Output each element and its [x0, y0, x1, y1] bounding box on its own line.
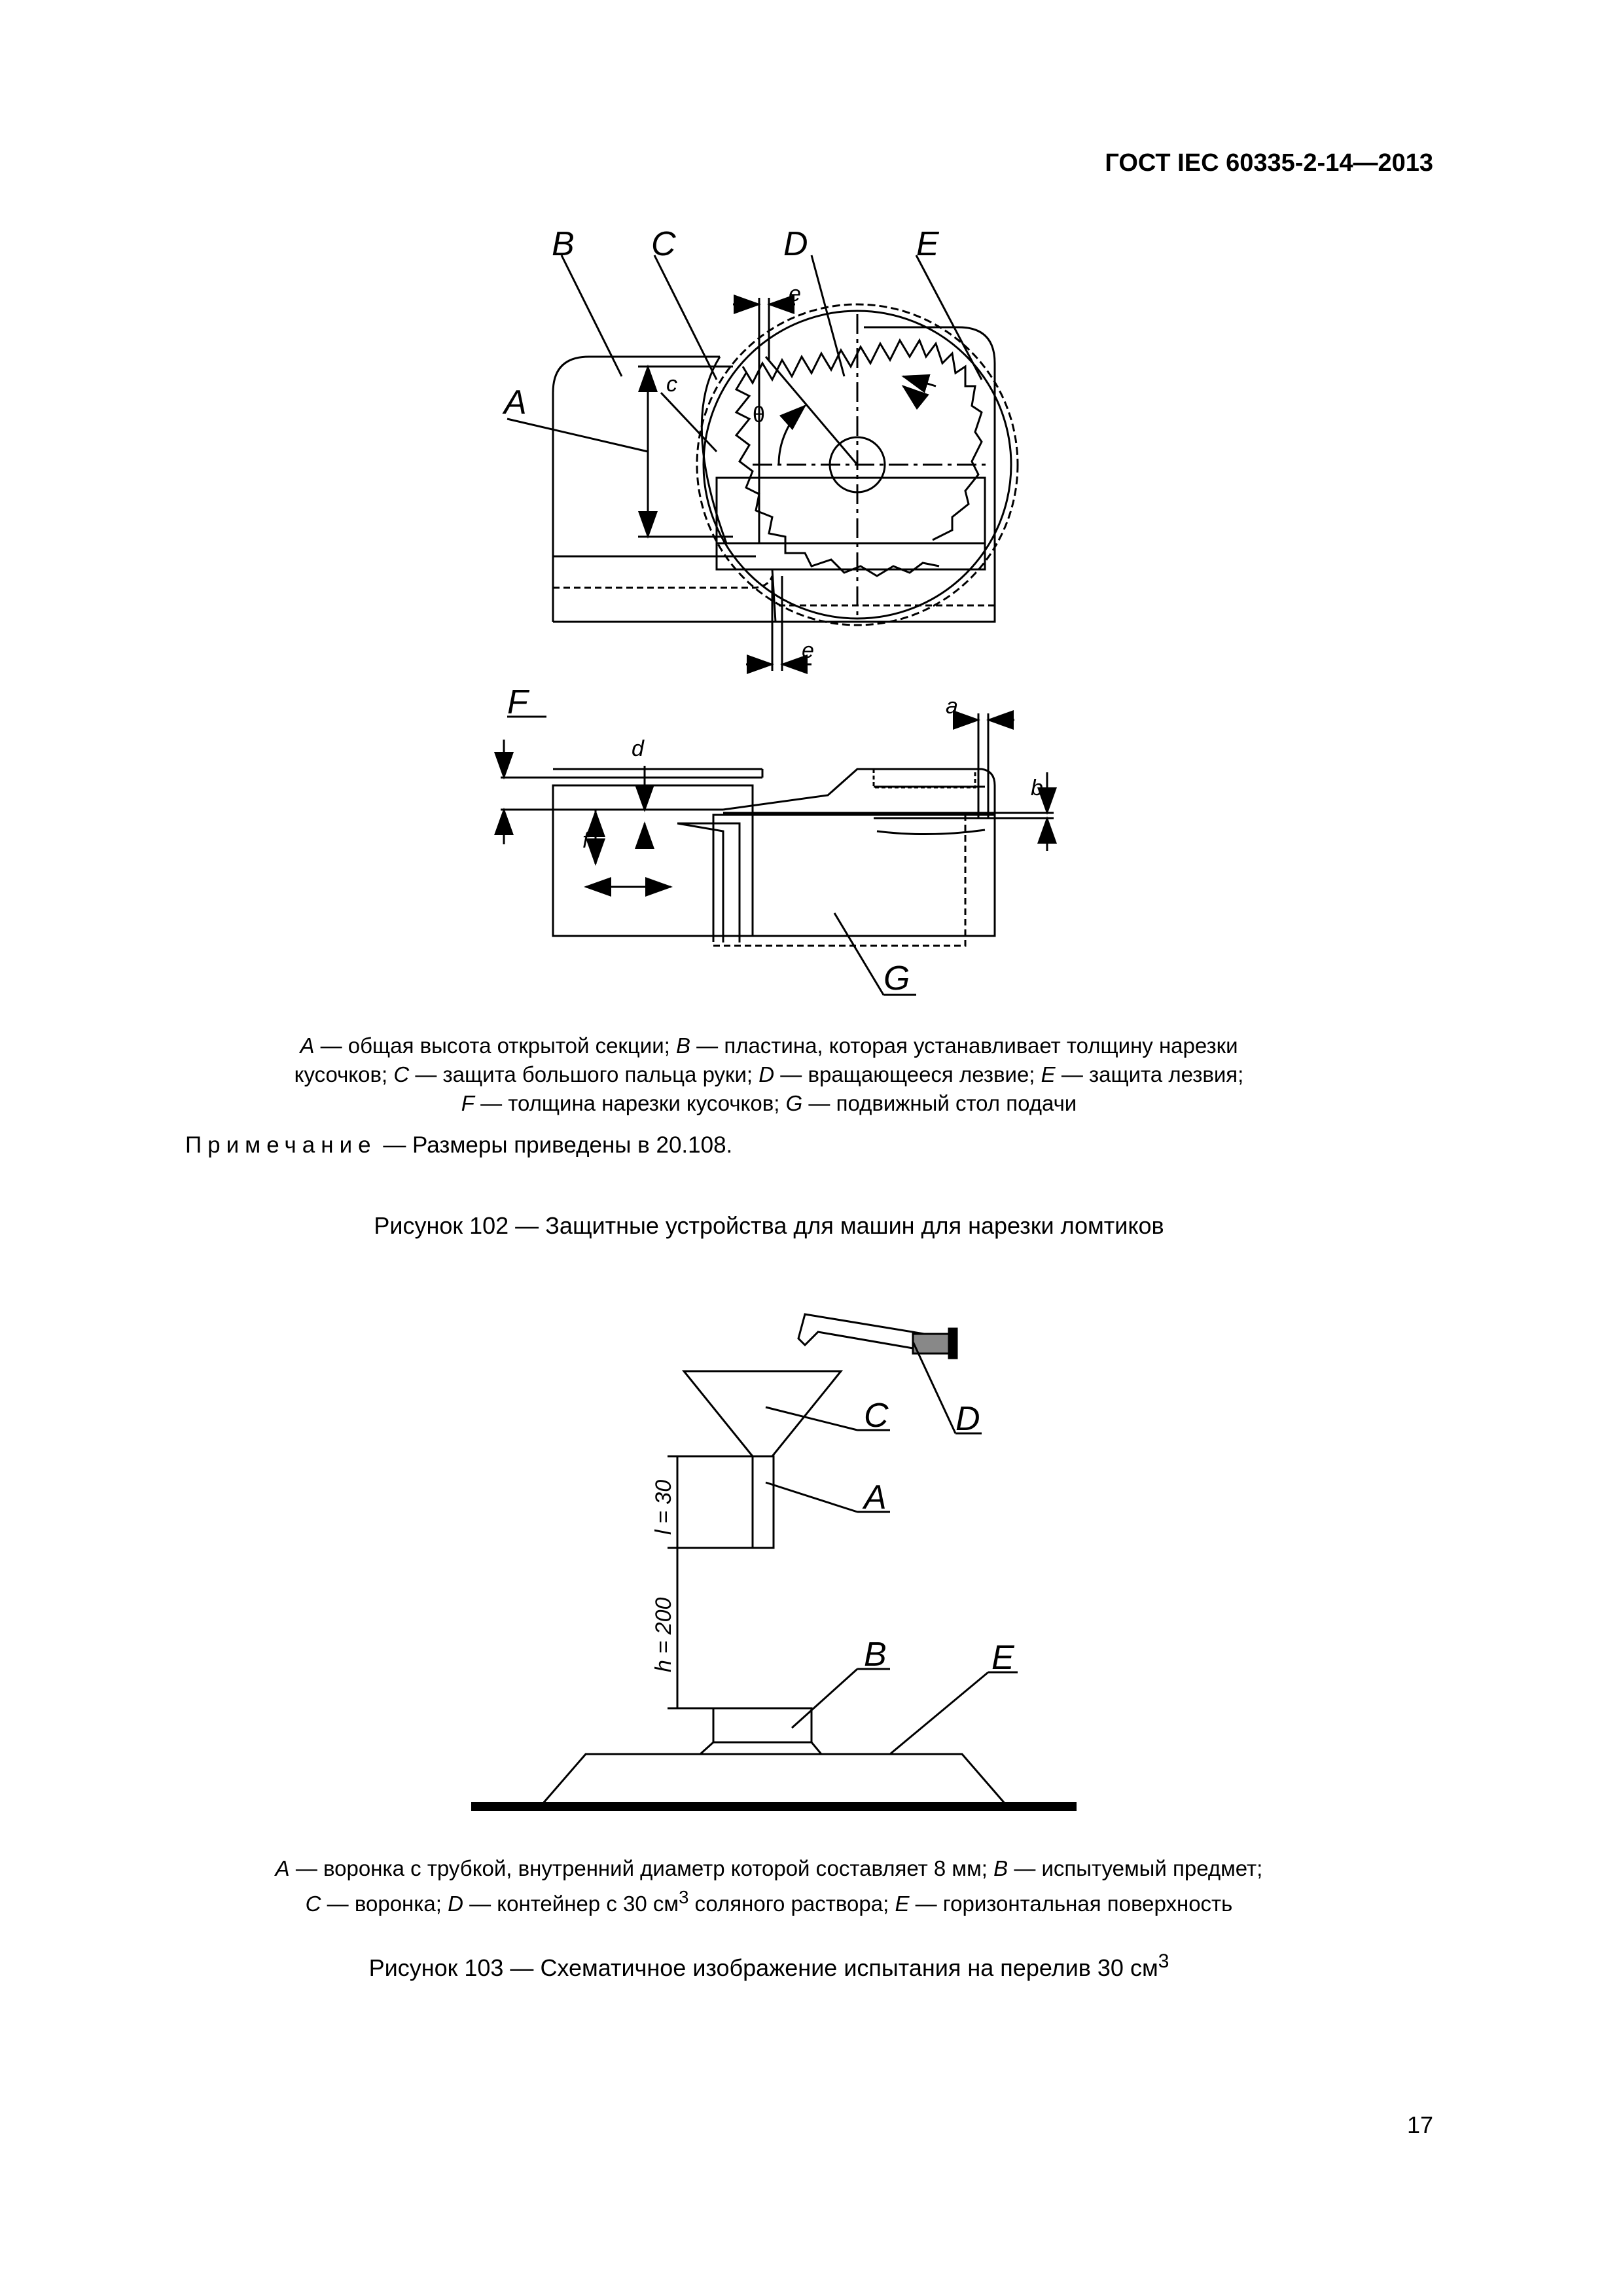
container-d	[797, 1313, 954, 1351]
dim-theta: θ	[753, 403, 765, 427]
label-103-c: C	[864, 1397, 889, 1435]
test-object-b	[712, 1707, 813, 1744]
funnel-tube-a	[751, 1455, 775, 1549]
label-103-a: A	[862, 1479, 887, 1516]
figure-103-title: Рисунок 103 — Схематичное изображение ис…	[368, 1950, 1169, 1981]
dim-b: b	[1031, 776, 1043, 800]
dim-d: d	[632, 736, 645, 761]
figure-103-legend: A — воронка с трубкой, внутренний диамет…	[275, 1856, 1263, 1916]
figure-102-drawing: B C D E A e c θ e	[494, 225, 1057, 997]
label-c: C	[651, 225, 676, 263]
label-103-e: E	[991, 1639, 1015, 1677]
dim-l: l = 30	[651, 1480, 676, 1535]
slicer-body	[552, 355, 720, 622]
dim-f: f	[582, 828, 591, 853]
figure-102-title: Рисунок 102 — Защитные устройства для ма…	[374, 1212, 1164, 1239]
label-b: B	[552, 225, 575, 263]
page-number: 17	[1406, 2111, 1433, 2138]
dim-a: a	[946, 694, 958, 719]
label-103-d: D	[955, 1400, 980, 1438]
dim-c: c	[666, 372, 677, 397]
label-f: F	[507, 683, 530, 721]
document-header: ГОСТ IEC 60335-2-14—2013	[1105, 149, 1433, 177]
surface-e	[541, 1753, 1007, 1804]
label-e: E	[916, 225, 940, 263]
label-d: D	[783, 225, 808, 263]
dim-e-bottom: e	[802, 638, 814, 663]
dim-h: h = 200	[651, 1598, 676, 1672]
figure-102-legend: A — общая высота открытой секции; B — пл…	[294, 1033, 1244, 1115]
label-g: G	[883, 960, 910, 997]
funnel-c	[681, 1370, 844, 1458]
dim-e-top: e	[789, 281, 801, 306]
label-103-b: B	[864, 1636, 887, 1674]
figure-102-note: Примечание — Размеры приведены в 20.108.	[185, 1132, 733, 1158]
blade-outline	[696, 303, 1019, 626]
label-a: A	[502, 384, 527, 422]
